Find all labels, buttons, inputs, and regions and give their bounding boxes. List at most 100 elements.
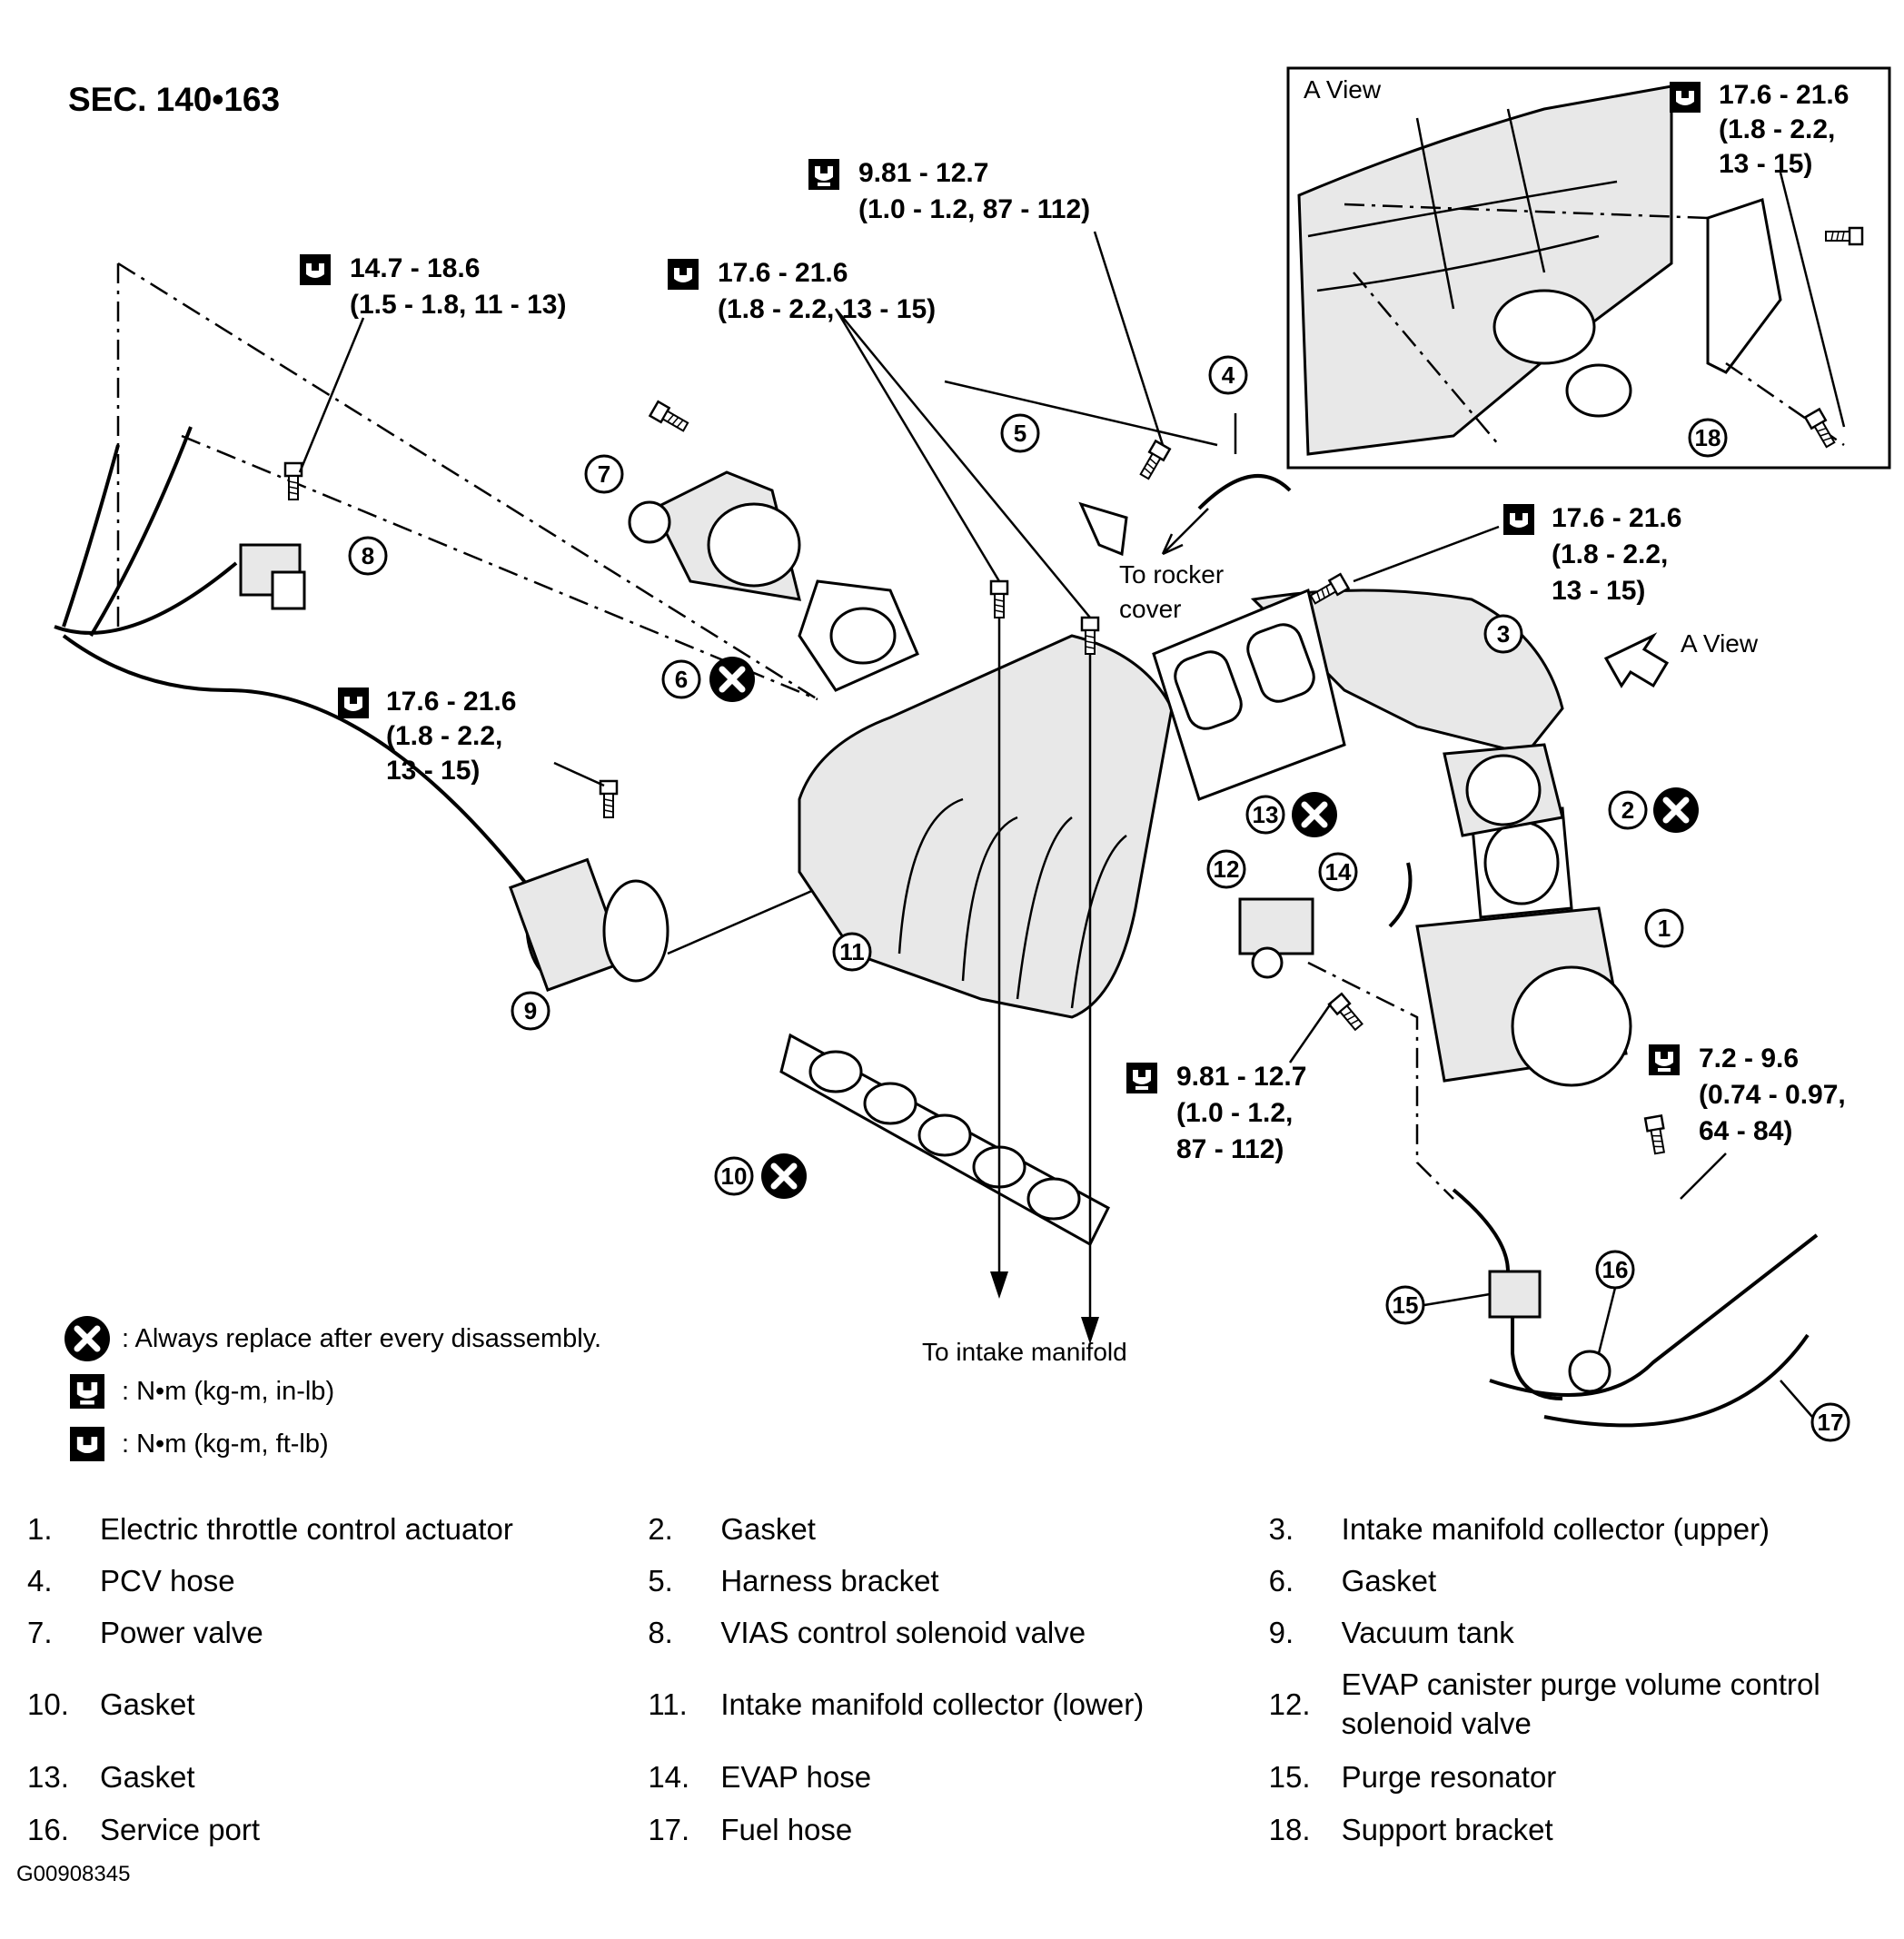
- callout-14: 14: [1318, 852, 1358, 892]
- torque-spec-evap-solenoid: 9.81 - 12.7 (1.0 - 1.2, 87 - 112): [1126, 1062, 1306, 1164]
- svg-text:11: 11: [839, 938, 865, 965]
- note-to-intake-manifold: To intake manifold: [922, 1338, 1127, 1366]
- legend-text-ft-lb: : N•m (kg-m, ft-lb): [122, 1429, 329, 1459]
- to-rocker-cover-arrow: [1161, 508, 1209, 556]
- svg-text:13 - 15): 13 - 15): [386, 756, 480, 786]
- svg-text:(1.8 - 2.2,: (1.8 - 2.2,: [386, 721, 502, 751]
- svg-text:7: 7: [598, 460, 610, 488]
- callout-2: 2: [1608, 790, 1648, 830]
- callout-9: 9: [511, 991, 550, 1031]
- svg-text:2: 2: [1621, 796, 1634, 824]
- callout-4: 4: [1208, 355, 1248, 395]
- svg-text:17.6 - 21.6: 17.6 - 21.6: [1552, 503, 1681, 533]
- torque-spec-vias: 14.7 - 18.6 (1.5 - 1.8, 11 - 13): [300, 253, 566, 320]
- gasket-2: [1470, 806, 1573, 919]
- callout-11: 11: [832, 932, 872, 972]
- part-item: 11.Intake manifold collector (lower): [648, 1687, 1145, 1721]
- callout-1: 1: [1644, 908, 1684, 948]
- parts-row: 1.Electric throttle control actuator 2.G…: [27, 1503, 1889, 1556]
- callout-10: 10: [714, 1156, 754, 1196]
- torque-spec-harness-bracket: 9.81 - 12.7 (1.0 - 1.2, 87 - 112): [808, 158, 1090, 224]
- torque-spec-support-bracket: 17.6 - 21.6 (1.8 - 2.2, 13 - 15): [1670, 80, 1849, 179]
- section-title: SEC. 140•163: [68, 81, 280, 118]
- exploded-view-diagram: SEC. 140•163 A View 17.6 - 21.6 (1.8 - 2…: [54, 66, 1891, 1442]
- legend-row-replace: : Always replace after every disassembly…: [64, 1312, 881, 1365]
- svg-text:17.6 - 21.6: 17.6 - 21.6: [718, 258, 848, 288]
- parts-list: 1.Electric throttle control actuator 2.G…: [27, 1503, 1889, 1855]
- purge-resonator: [1452, 1188, 1563, 1400]
- part-item: 17.Fuel hose: [648, 1812, 853, 1846]
- part-item: 6.Gasket: [1268, 1563, 1437, 1598]
- electric-throttle-actuator: [1415, 743, 1670, 1156]
- svg-text:16: 16: [1602, 1256, 1629, 1283]
- replace-icon: [64, 1315, 111, 1362]
- svg-text:10: 10: [721, 1162, 748, 1190]
- callout-6: 6: [661, 659, 701, 699]
- svg-text:(1.0 - 1.2, 87 - 112): (1.0 - 1.2, 87 - 112): [858, 194, 1090, 224]
- parts-row: 10.Gasket 11.Intake manifold collector (…: [27, 1659, 1889, 1750]
- svg-text:8: 8: [362, 542, 374, 569]
- parts-row: 7.Power valve 8.VIAS control solenoid va…: [27, 1607, 1889, 1659]
- svg-text:(1.8 - 2.2,: (1.8 - 2.2,: [1719, 114, 1835, 144]
- svg-text:(0.74 - 0.97,: (0.74 - 0.97,: [1699, 1080, 1846, 1110]
- part-item: 7.Power valve: [27, 1615, 263, 1649]
- part-item: 12.EVAP canister purge volume control so…: [1268, 1667, 1820, 1740]
- inset-view-label: A View: [1304, 75, 1382, 104]
- part-item: 9.Vacuum tank: [1268, 1615, 1514, 1649]
- svg-text:18: 18: [1695, 424, 1721, 451]
- svg-text:5: 5: [1014, 420, 1026, 447]
- legend-text-replace: : Always replace after every disassembly…: [122, 1323, 602, 1353]
- vacuum-hoses: [54, 262, 818, 910]
- torque-in-lb-icon: [64, 1368, 111, 1415]
- harness-bracket: [1078, 440, 1172, 557]
- callout-18: 18: [1688, 418, 1728, 458]
- intake-manifold-collector-lower: [798, 634, 1174, 1019]
- note-to-rocker-cover-1: To rocker: [1119, 560, 1224, 589]
- replace-marker-13: [1292, 792, 1337, 837]
- part-item: 2.Gasket: [648, 1511, 816, 1546]
- svg-text:64 - 84): 64 - 84): [1699, 1116, 1792, 1146]
- callout-5: 5: [1000, 413, 1040, 453]
- svg-text:17.6 - 21.6: 17.6 - 21.6: [1719, 80, 1849, 110]
- part-item: 1.Electric throttle control actuator: [27, 1511, 513, 1546]
- svg-text:7.2 - 9.6: 7.2 - 9.6: [1699, 1044, 1799, 1073]
- svg-text:4: 4: [1222, 361, 1235, 389]
- svg-text:17: 17: [1818, 1409, 1844, 1436]
- svg-text:(1.5 - 1.8, 11 - 13): (1.5 - 1.8, 11 - 13): [350, 290, 566, 320]
- part-item: 5.Harness bracket: [648, 1563, 939, 1598]
- svg-text:13 - 15): 13 - 15): [1719, 149, 1812, 179]
- callout-17: 17: [1810, 1402, 1850, 1442]
- pcv-hose: [944, 380, 1292, 510]
- inset-a-view: A View 17.6 - 21.6 (1.8 - 2.2, 13 - 15) …: [1286, 66, 1891, 470]
- note-to-rocker-cover-2: cover: [1119, 595, 1181, 623]
- svg-text:A View: A View: [1681, 629, 1759, 658]
- svg-text:15: 15: [1393, 1291, 1419, 1319]
- part-item: 16.Service port: [27, 1812, 261, 1846]
- callout-3: 3: [1483, 614, 1523, 654]
- gasket-10: [779, 1033, 1110, 1247]
- parts-row: 4.PCV hose 5.Harness bracket 6.Gasket: [27, 1556, 1889, 1607]
- parts-row: 13.Gasket 14.EVAP hose 15.Purge resonato…: [27, 1750, 1889, 1805]
- part-item: 14.EVAP hose: [648, 1759, 872, 1794]
- svg-text:87 - 112): 87 - 112): [1176, 1134, 1284, 1164]
- part-item: 8.VIAS control solenoid valve: [648, 1615, 1086, 1649]
- svg-text:(1.8 - 2.2,: (1.8 - 2.2,: [1552, 539, 1668, 569]
- svg-text:6: 6: [675, 666, 688, 693]
- callout-15: 15: [1385, 1285, 1425, 1325]
- vacuum-tank: 17.6 - 21.6 (1.8 - 2.2, 13 - 15): [338, 687, 982, 992]
- callout-7: 7: [584, 454, 624, 494]
- svg-text:3: 3: [1497, 620, 1510, 648]
- callout-16: 16: [1595, 1250, 1635, 1290]
- symbol-legend: : Always replace after every disassembly…: [64, 1312, 881, 1470]
- part-item: 3.Intake manifold collector (upper): [1268, 1511, 1770, 1546]
- part-item: 10.Gasket: [27, 1687, 195, 1721]
- part-item: 15.Purge resonator: [1268, 1759, 1557, 1794]
- callout-8: 8: [348, 536, 388, 576]
- svg-text:14.7 - 18.6: 14.7 - 18.6: [350, 253, 480, 283]
- svg-text:9.81 - 12.7: 9.81 - 12.7: [1176, 1062, 1306, 1092]
- torque-spec-collector-upper: 17.6 - 21.6 (1.8 - 2.2, 13 - 15): [1503, 503, 1681, 606]
- evap-purge-solenoid: [1238, 862, 1413, 1034]
- svg-text:9.81 - 12.7: 9.81 - 12.7: [858, 158, 988, 188]
- torque-spec-vacuum-tank: 17.6 - 21.6 (1.8 - 2.2, 13 - 15): [338, 687, 516, 786]
- svg-text:12: 12: [1214, 856, 1240, 883]
